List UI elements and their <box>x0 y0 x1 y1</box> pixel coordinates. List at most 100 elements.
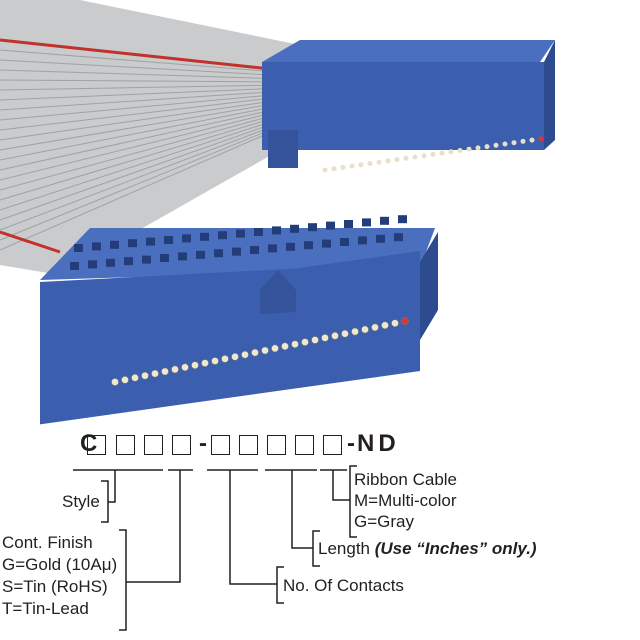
pin <box>484 144 490 150</box>
pin <box>457 148 463 153</box>
contact-hole <box>236 229 245 238</box>
pin <box>141 371 149 380</box>
pin <box>151 369 159 378</box>
part-dash: - <box>199 430 207 457</box>
cable-wire <box>0 49 290 74</box>
pin <box>351 327 359 336</box>
code-box <box>239 435 258 455</box>
contact-hole <box>380 216 389 225</box>
contact-hole <box>92 242 101 251</box>
pin <box>466 146 472 152</box>
ribbon-cable <box>0 0 300 275</box>
pin <box>421 153 427 159</box>
cable-wire <box>0 120 274 211</box>
contact-hole <box>290 224 299 233</box>
cable-wire <box>0 79 287 83</box>
ribbon-gray: G=Gray <box>354 512 414 531</box>
code-box <box>323 435 342 455</box>
pin <box>502 141 508 147</box>
contact-hole <box>398 215 407 224</box>
style-label: Style <box>62 492 100 511</box>
contact-hole <box>394 233 403 242</box>
contact-hole <box>358 236 367 245</box>
pin <box>371 323 379 332</box>
pin <box>529 137 535 143</box>
cable-wire <box>0 69 288 80</box>
part-suffix: ND <box>357 430 400 457</box>
cable-wire <box>0 96 282 131</box>
pin <box>391 319 399 327</box>
pin <box>261 346 269 355</box>
pin <box>181 363 189 372</box>
contact-hole <box>160 254 169 262</box>
pin <box>341 329 349 338</box>
contact-hole <box>254 228 263 236</box>
ribbon-title: Ribbon Cable <box>354 470 458 489</box>
pin <box>376 159 382 165</box>
pin <box>131 374 139 382</box>
code-box <box>211 435 230 455</box>
pin <box>493 142 499 148</box>
cable-red-stripe <box>0 38 281 72</box>
contact-hole <box>344 220 353 228</box>
cable-wire <box>0 84 286 91</box>
pin <box>367 161 373 166</box>
pin <box>231 353 239 361</box>
cable-red-stripe <box>0 230 61 254</box>
pin <box>311 336 319 344</box>
pin <box>520 138 526 144</box>
pin <box>439 150 445 156</box>
pin <box>412 154 418 160</box>
contact-hole <box>128 239 137 248</box>
cable-body <box>0 0 300 275</box>
contact-hole <box>124 257 133 266</box>
contact-hole <box>286 242 295 251</box>
cont-finish-title: Cont. Finish <box>2 533 93 552</box>
contact-hole <box>164 236 173 244</box>
length-text: Length <box>318 539 370 558</box>
contact-hole <box>88 260 97 269</box>
pin <box>430 151 436 157</box>
contact-hole <box>308 223 317 232</box>
contact-hole <box>146 237 155 246</box>
cable-wire <box>0 126 272 231</box>
code-box <box>172 435 191 455</box>
contact-hole <box>232 247 241 256</box>
code-box <box>295 435 314 455</box>
ribbon-multicolor: M=Multi-color <box>354 491 457 510</box>
cable-wire <box>0 123 273 221</box>
pin <box>331 332 339 340</box>
length-note: (Use “Inches” only.) <box>374 539 537 558</box>
pin <box>331 166 337 172</box>
contact-hole <box>110 240 119 249</box>
contact-hole <box>74 244 83 252</box>
contact-hole <box>376 234 385 243</box>
contact-hole <box>250 246 259 254</box>
cable-wire <box>0 117 275 201</box>
cable-wire <box>0 105 279 161</box>
length-label: Length (Use “Inches” only.) <box>318 538 537 559</box>
pin <box>448 149 454 155</box>
contact-hole <box>196 250 205 259</box>
contact-hole <box>362 218 371 227</box>
pin <box>321 334 329 342</box>
pin <box>211 357 219 365</box>
cable-wire <box>0 87 285 101</box>
code-box <box>87 435 106 455</box>
contact-hole <box>218 231 227 240</box>
pin <box>251 348 259 357</box>
cable-wire <box>0 102 280 151</box>
contact-hole <box>272 226 281 235</box>
contact-hole <box>304 241 313 250</box>
pin <box>361 325 369 334</box>
connector-back <box>262 40 555 173</box>
pin <box>201 359 209 367</box>
contact-hole <box>268 244 277 253</box>
cable-wire <box>0 111 277 181</box>
contact-hole <box>214 249 223 258</box>
contact-hole <box>200 232 209 241</box>
pin <box>475 145 481 151</box>
cable-wire <box>0 108 278 171</box>
